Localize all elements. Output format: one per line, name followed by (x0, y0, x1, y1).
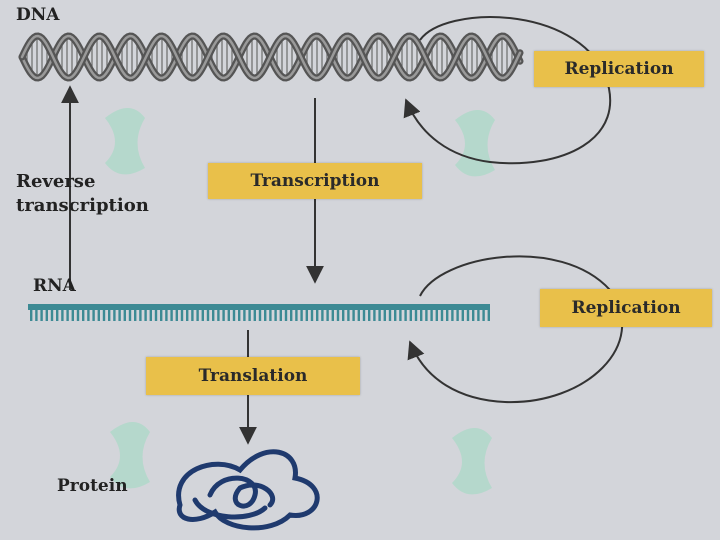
protein-label: Protein (57, 476, 128, 496)
reverse-transcription-line1: Reverse (16, 171, 96, 192)
rna-single-strand-icon (28, 304, 490, 321)
reverse-transcription-line2: transcription (16, 195, 149, 216)
rna-label: RNA (33, 276, 76, 296)
dna-replication-box: Replication (534, 51, 704, 87)
reverse-transcription-label: Reverse transcription (16, 170, 149, 218)
watermark-logo-icon (105, 108, 495, 495)
transcription-box: Transcription (208, 163, 422, 199)
rna-replication-box: Replication (540, 289, 712, 327)
dna-label: DNA (16, 5, 60, 25)
dna-replication-arrow (403, 16, 612, 165)
rna-replication-arrow (407, 255, 624, 404)
dna-double-helix-icon (18, 32, 524, 82)
translation-box: Translation (146, 357, 360, 395)
protein-coil-icon (176, 449, 320, 531)
